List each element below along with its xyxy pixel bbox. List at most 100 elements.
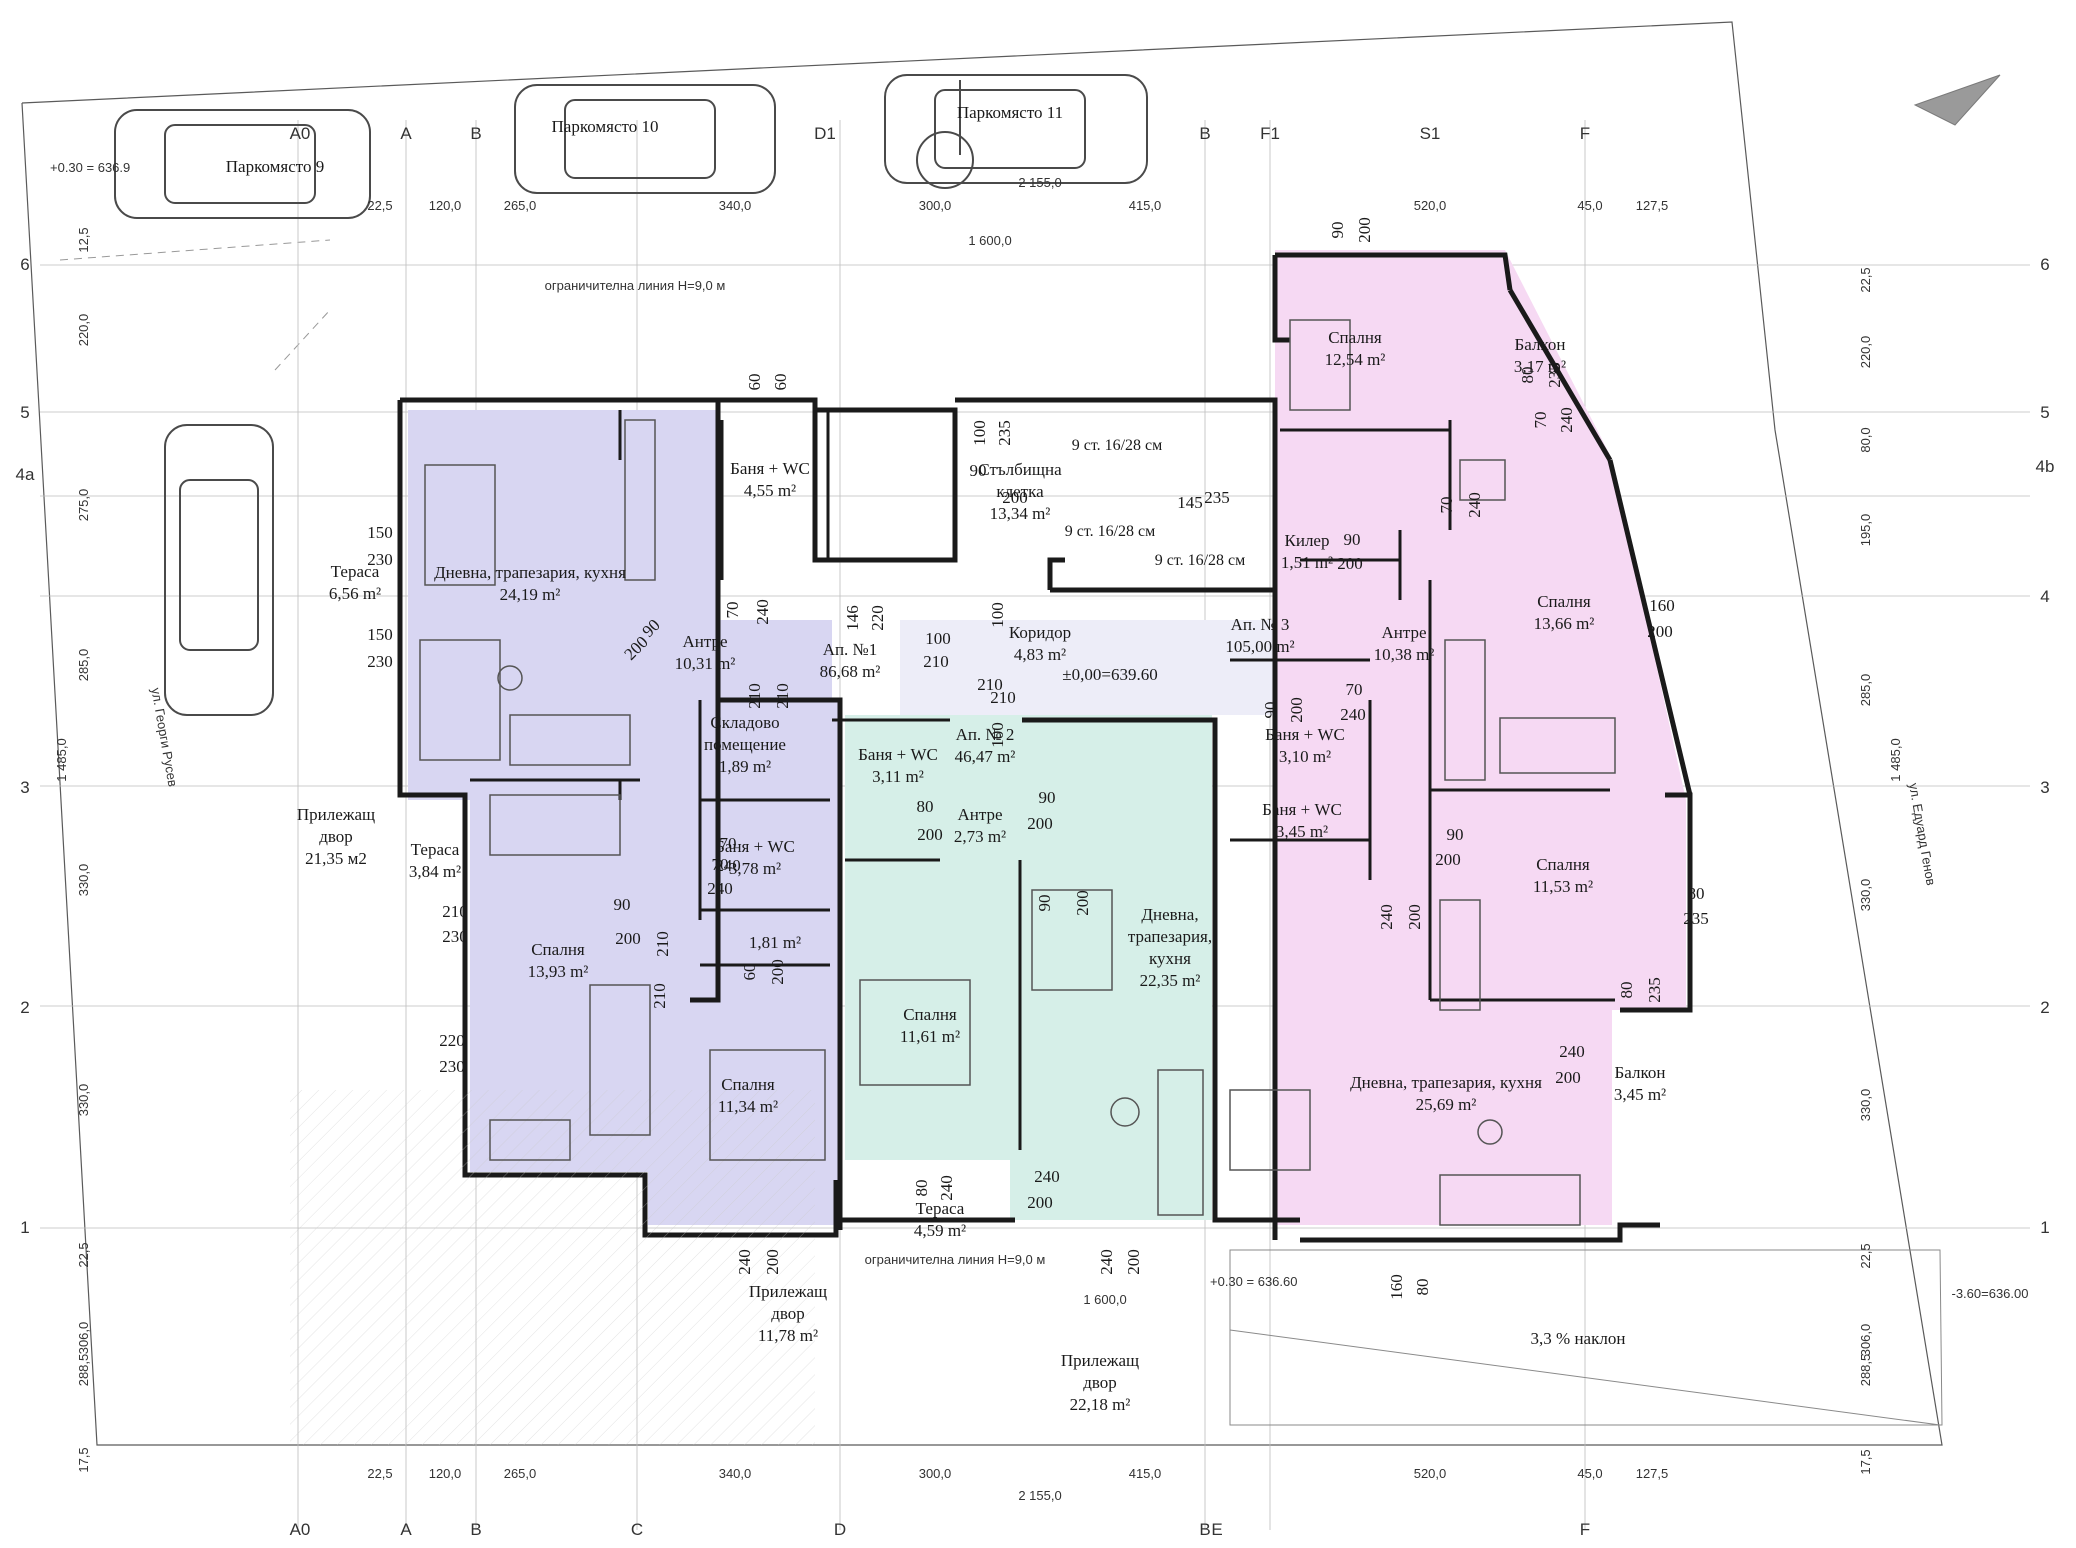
corridor-area — [900, 620, 1275, 715]
dim-top: 415,0 — [1129, 198, 1162, 213]
axis-label-right: 4 — [2040, 587, 2049, 606]
dim-right: 330,0 — [1858, 1089, 1873, 1122]
axis-label-bottom: D — [834, 1520, 846, 1539]
room-area: 2,73 m² — [954, 827, 1006, 846]
apt3-area — [1275, 250, 1686, 1225]
axis-label-bottom: A — [400, 1520, 412, 1539]
parking-cars — [114, 74, 1148, 716]
opening-size: 200 — [763, 1249, 782, 1275]
dim-left: 330,0 — [76, 864, 91, 897]
street-right: ул. Едуард Генов — [1906, 782, 1939, 887]
opening-size: 200 — [1337, 554, 1363, 573]
apt2-name: Ап. № 2 — [956, 725, 1015, 744]
apt3-name: Ап. № 3 — [1231, 615, 1290, 634]
opening-size: 210 — [745, 683, 764, 709]
street-left: ул. Георги Русев — [148, 687, 180, 788]
opening-size: 100 — [988, 602, 1007, 628]
dim-left: 285,0 — [76, 649, 91, 682]
room-name: Балкон — [1615, 1063, 1666, 1082]
opening-size: 70 — [1346, 680, 1363, 699]
room-area: 3,78 m² — [729, 859, 781, 878]
room-name: Коридор — [1009, 623, 1071, 642]
room-area: 11,34 m² — [718, 1097, 778, 1116]
opening-size: 230 — [442, 927, 468, 946]
room-area: 4,59 m² — [914, 1221, 966, 1240]
axis-label-top: B — [470, 124, 481, 143]
room-area: 13,93 m² — [528, 962, 589, 981]
apt2-area — [845, 715, 1212, 1220]
opening-size: 90 — [1261, 702, 1280, 719]
opening-size: 80 — [1688, 884, 1705, 903]
room-area: 1,81 m² — [749, 933, 801, 952]
opening-size: 240 — [937, 1175, 956, 1201]
room-area: 3,45 m² — [1614, 1085, 1666, 1104]
opening-size: 70 — [1531, 412, 1550, 429]
apt3-area: 105,00 m² — [1225, 637, 1294, 656]
dim-right: 195,0 — [1858, 514, 1873, 547]
opening-size: 90 — [1035, 895, 1054, 912]
dim-right: 22,5 — [1858, 1243, 1873, 1268]
opening-size: 230 — [367, 550, 393, 569]
opening-size: 150 — [367, 523, 393, 542]
room-name: Спалня — [1536, 855, 1590, 874]
dim-top: 22,5 — [367, 198, 392, 213]
opening-size: 220 — [868, 605, 887, 631]
axis-label-bottom: B — [470, 1520, 481, 1539]
room-name: Стълбищна — [978, 460, 1062, 479]
room-name: Баня + WC — [1262, 800, 1342, 819]
opening-size: 200 — [1555, 1068, 1581, 1087]
opening-size: 200 — [1405, 904, 1424, 930]
axis-label-top: A — [400, 124, 412, 143]
room-area: 25,69 m² — [1416, 1095, 1477, 1114]
dim-right: 306,0 — [1858, 1324, 1873, 1357]
opening-size: 80 — [1413, 1279, 1432, 1296]
room-area: 4,83 m² — [1014, 645, 1066, 664]
dim-left: 330,0 — [76, 1084, 91, 1117]
room-name: Антре — [682, 632, 727, 651]
apt1-area — [408, 410, 840, 1225]
room-area: 1,89 m² — [719, 757, 771, 776]
room-name: Дневна, трапезария, кухня — [1350, 1073, 1542, 1092]
dim-top: 265,0 — [504, 198, 537, 213]
opening-size: 200 — [1002, 488, 1028, 507]
dim-left-total: 1 485,0 — [54, 738, 69, 781]
room-name: Тераса — [916, 1199, 965, 1218]
opening-size: 220 — [439, 1031, 465, 1050]
dim-top: 520,0 — [1414, 198, 1447, 213]
room-name: Дневна, — [1141, 905, 1198, 924]
yard-area: 11,78 m² — [758, 1326, 818, 1345]
yard-name: двор — [319, 827, 353, 846]
axis-label-top: D1 — [814, 124, 836, 143]
dim-width-bottom: 1 600,0 — [1083, 1292, 1126, 1307]
opening-size: 235 — [1683, 909, 1709, 928]
dim-right: 80,0 — [1858, 427, 1873, 452]
north-arrow-icon — [1913, 74, 2001, 126]
opening-size: 200 — [768, 959, 787, 985]
opening-size: 240 — [1465, 492, 1484, 518]
room-area: 4,55 m² — [744, 481, 796, 500]
opening-size: 160 — [1387, 1274, 1406, 1300]
opening-size: 90 — [614, 895, 631, 914]
dim-left: 306,0 — [76, 1322, 91, 1355]
opening-size: 240 — [707, 879, 733, 898]
opening-size: 145 — [1177, 493, 1203, 512]
opening-size: 235 — [1645, 977, 1664, 1003]
room-area: 10,38 m² — [1374, 645, 1435, 664]
level-center: ±0,00=639.60 — [1062, 665, 1157, 684]
room-name: Складово — [710, 713, 779, 732]
axis-label-right: 5 — [2040, 403, 2049, 422]
opening-size: 200 — [615, 929, 641, 948]
opening-size: 230 — [439, 1057, 465, 1076]
dim-left: 22,5 — [76, 1242, 91, 1267]
opening-size: 80 — [1617, 982, 1636, 999]
opening-size: 200 — [1287, 697, 1306, 723]
stair-label: 9 ст. 16/28 см — [1072, 437, 1163, 454]
room-name: Тераса — [331, 562, 380, 581]
stair-label: 9 ст. 16/28 см — [1155, 552, 1246, 569]
room-area: 1,51 m² — [1281, 553, 1333, 572]
opening-size: 200 — [1027, 1193, 1053, 1212]
yard-name: Прилежащ — [1061, 1351, 1139, 1370]
room-area: 13,66 m² — [1534, 614, 1595, 633]
axis-label-left: 6 — [20, 255, 29, 274]
opening-size: 210 — [977, 675, 1003, 694]
